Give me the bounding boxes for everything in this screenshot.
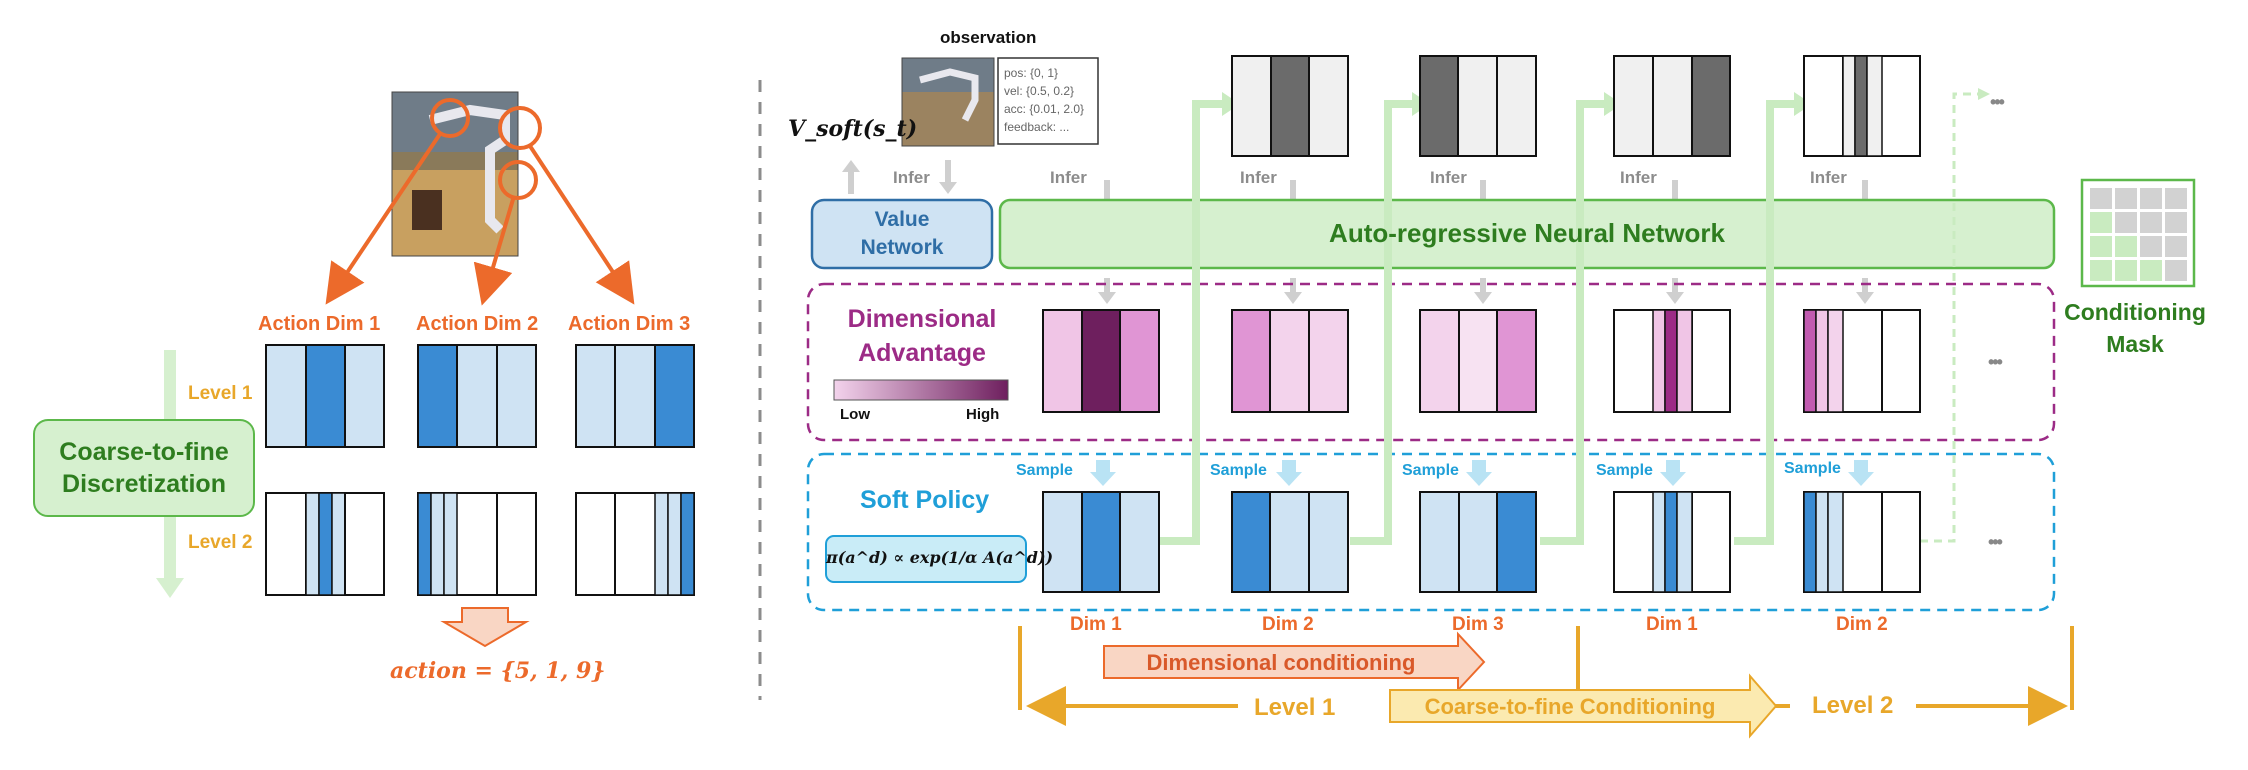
mask-cell — [2140, 260, 2162, 281]
sample-label: Sample — [1402, 462, 1459, 479]
policy-formula: π(a^d) ∝ exp(1/α A(a^d)) — [826, 548, 1054, 567]
observation-title: observation — [940, 28, 1037, 47]
coarse-conditioning-label: Coarse-to-fine Conditioning — [1424, 694, 1716, 719]
mask-cell — [2090, 188, 2112, 209]
action-dim-3-label: Action Dim 3 — [568, 313, 691, 335]
policy-formula-box — [825, 535, 1027, 583]
sample-arrows — [1090, 460, 1874, 486]
action-dim-1-label: Action Dim 1 — [258, 313, 381, 335]
infer-label: Infer — [1240, 168, 1277, 187]
high-label: High — [966, 406, 1000, 423]
coarse-to-fine-box — [33, 419, 255, 517]
top-action-grids — [1231, 55, 1921, 157]
joint-circle — [498, 160, 538, 200]
mask-cell — [2140, 236, 2162, 257]
ellipsis: ••• — [1990, 92, 2005, 112]
soft-policy-label: Soft Policy — [860, 486, 990, 514]
level-2-label: Level 2 — [188, 532, 253, 553]
obs-line: pos: {0, 1} — [1004, 66, 1059, 80]
dim-label: Dim 3 — [1452, 614, 1504, 635]
coarse-to-fine-label: Coarse-to-fine Discretization — [59, 438, 229, 498]
mask-cell — [2165, 188, 2187, 209]
level-arrow-head — [156, 578, 184, 598]
mask-cell — [2090, 212, 2112, 233]
mask-cell — [2115, 188, 2137, 209]
joint-circle — [430, 98, 470, 138]
dim-label: Dim 1 — [1070, 614, 1122, 635]
level-1-bottom-label: Level 1 — [1254, 694, 1336, 721]
infer-label: Infer — [1810, 168, 1847, 187]
joint-arrow — [473, 195, 516, 306]
low-label: Low — [840, 406, 870, 423]
mask-cell — [2115, 260, 2137, 281]
joint-circle — [498, 106, 542, 150]
conditioning-mask-label: Conditioning Mask — [2064, 299, 2206, 357]
level-1-label: Level 1 — [188, 383, 253, 404]
sample-label: Sample — [1210, 462, 1267, 479]
mask-cell — [2165, 212, 2187, 233]
advantage-grids — [1042, 309, 1921, 413]
obs-line: feedback: ... — [1004, 120, 1070, 134]
advantage-colorbar — [833, 379, 1009, 401]
value-network-label: Value Network — [860, 208, 944, 259]
dimensional-advantage-label: Dimensional Advantage — [847, 305, 997, 367]
mask-cell — [2115, 212, 2137, 233]
level1-grids — [265, 344, 695, 448]
arnn-label: Auto-regressive Neural Network — [1329, 218, 1725, 248]
result-down-arrow — [440, 607, 530, 648]
mask-cell — [2140, 188, 2162, 209]
joint-arrow — [528, 144, 635, 305]
policy-region — [806, 452, 2056, 612]
observation-image — [901, 57, 995, 147]
action-formula: action = {5, 1, 9} — [390, 658, 606, 684]
feedback-arrow-dashed — [1920, 92, 1980, 543]
action-dim-2-label: Action Dim 2 — [416, 313, 539, 335]
sample-label: Sample — [1596, 462, 1653, 479]
level-2-bottom-label: Level 2 — [1812, 692, 1894, 719]
policy-grids — [1042, 491, 1921, 593]
obs-line: acc: {0.01, 2.0} — [1004, 102, 1085, 116]
infer-label: Infer — [1050, 168, 1087, 187]
mask-cell — [2165, 236, 2187, 257]
mask-cell — [2165, 260, 2187, 281]
v-soft-label: V_soft(s_t) — [788, 116, 918, 142]
ellipsis: ••• — [1988, 352, 2003, 372]
observation-state-box — [997, 57, 1099, 145]
mask-cell — [2090, 260, 2112, 281]
mask-cell — [2140, 212, 2162, 233]
coarse-conditioning-arrow — [1389, 673, 1778, 739]
infer-label: Infer — [893, 168, 930, 187]
arnn-down-arrows — [1098, 278, 1874, 304]
mask-cell — [2115, 236, 2137, 257]
dim-label: Dim 2 — [1836, 614, 1888, 635]
value-network-box — [810, 198, 994, 270]
obs-line: vel: {0.5, 0.2} — [1004, 84, 1075, 98]
level2-grids — [265, 492, 695, 596]
infer-label: Infer — [1430, 168, 1467, 187]
feedback-arrowhead-dashed — [1978, 88, 1990, 100]
ellipsis: ••• — [1988, 532, 2003, 552]
dim-conditioning-arrow — [1103, 631, 1486, 693]
sample-label: Sample — [1016, 462, 1073, 479]
conditioning-mask-grid — [2080, 178, 2196, 288]
feedback-arrows — [1160, 100, 1796, 545]
arnn-box — [998, 198, 2056, 270]
infer-label: Infer — [1620, 168, 1657, 187]
dim-label: Dim 1 — [1646, 614, 1698, 635]
advantage-region — [806, 282, 2056, 442]
sample-label: Sample — [1784, 460, 1841, 477]
dim-conditioning-label: Dimensional conditioning — [1146, 650, 1416, 675]
mask-cell — [2090, 236, 2112, 257]
dim-label: Dim 2 — [1262, 614, 1314, 635]
joint-arrow — [325, 132, 442, 305]
